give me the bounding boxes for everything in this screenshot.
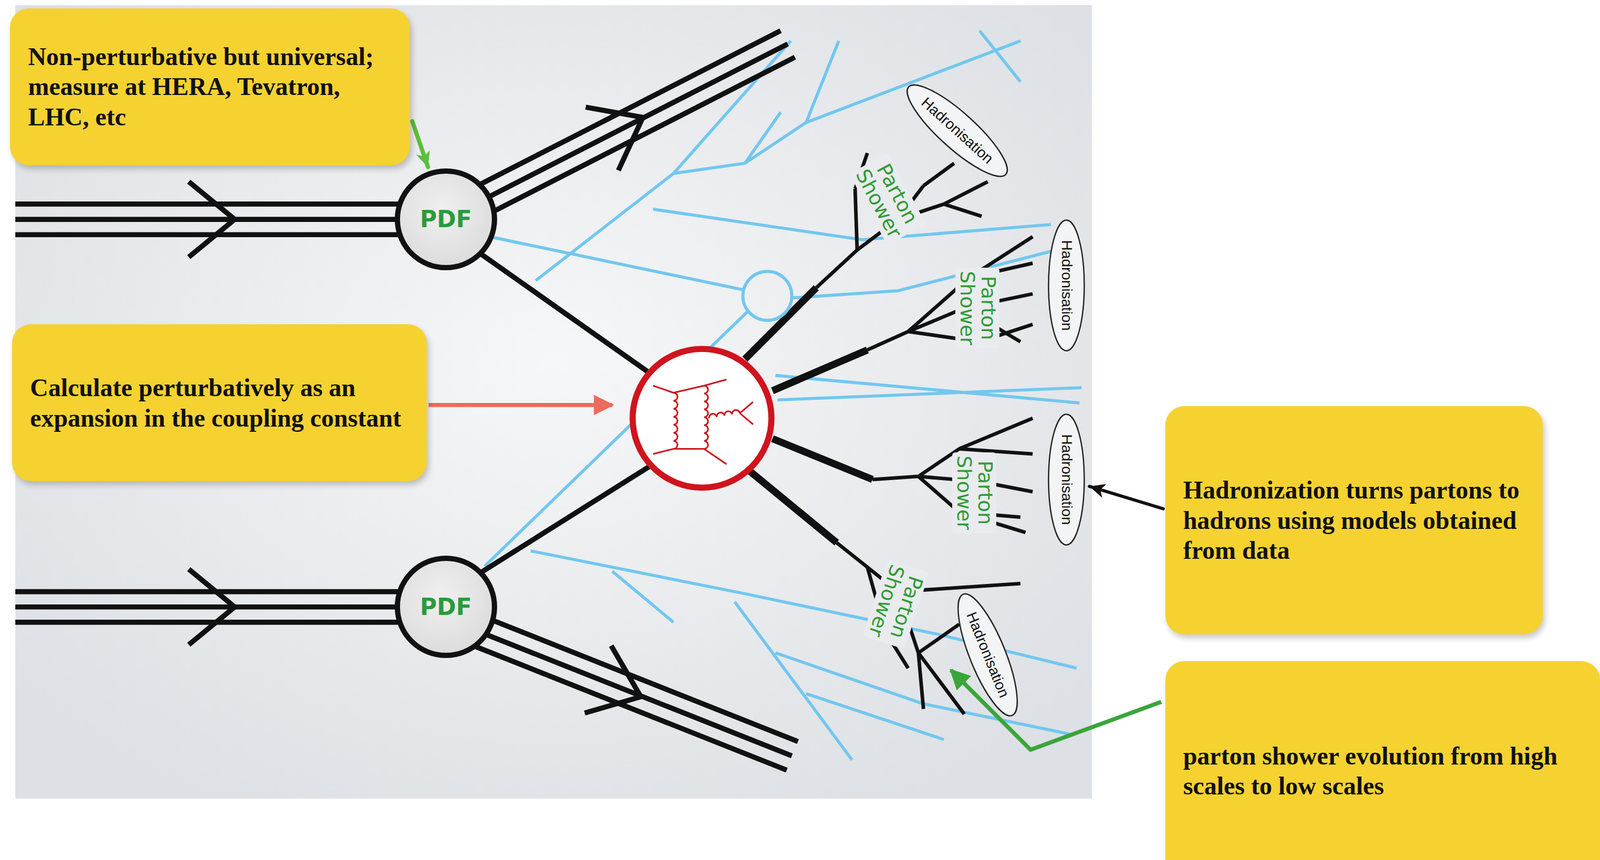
parton-shower-label: Parton Shower: [955, 267, 1000, 349]
node-text: PDF: [419, 593, 472, 621]
ellipse-shape: [896, 73, 1018, 188]
node-text: Hadronisation: [1057, 240, 1075, 332]
incoming-partons: [479, 253, 654, 574]
node-text: Non-perturbative but universal; measure …: [27, 41, 393, 133]
callout-arrow: [412, 121, 428, 167]
node-text: Hadronisation: [1057, 434, 1075, 525]
node-text: Hadronization turns partons to hadrons u…: [1183, 475, 1525, 566]
gluon-coil: [703, 385, 709, 450]
callout-box: Hadronization turns partons to hadrons u…: [1165, 406, 1543, 635]
ellipse-shape: [1048, 220, 1084, 352]
hadronisation-ellipse: Hadronisation: [1047, 413, 1086, 546]
hadronisation-ellipse: Hadronisation: [1047, 219, 1086, 353]
ellipse-shape: [1048, 414, 1084, 545]
leader-arrow: [428, 403, 613, 408]
callout-box: parton shower evolution from high scales…: [1165, 661, 1600, 860]
feynman-diagram: [653, 379, 754, 465]
loop-circle: [742, 271, 792, 321]
pdf-circle: PDF: [394, 555, 497, 658]
shower-branches: [816, 153, 1033, 715]
gluon-coil: [709, 409, 740, 419]
hard-process-circle: [632, 349, 772, 488]
node-text: parton shower evolution from high scales…: [1183, 741, 1583, 802]
node-text: PDF: [419, 205, 472, 233]
callout-box: Non-perturbative but universal; measure …: [9, 8, 410, 166]
node-text: Calculate perturbatively as an expansion…: [29, 372, 409, 434]
callout-arrow: [1089, 486, 1164, 510]
ellipse-shape: [946, 587, 1029, 723]
quark-lines: [653, 379, 754, 465]
parton-shower-label: Parton Shower: [952, 452, 997, 534]
gluon-coil: [673, 393, 678, 450]
pdf-circle: PDF: [394, 168, 497, 271]
callout-box: Calculate perturbatively as an expansion…: [12, 324, 427, 482]
